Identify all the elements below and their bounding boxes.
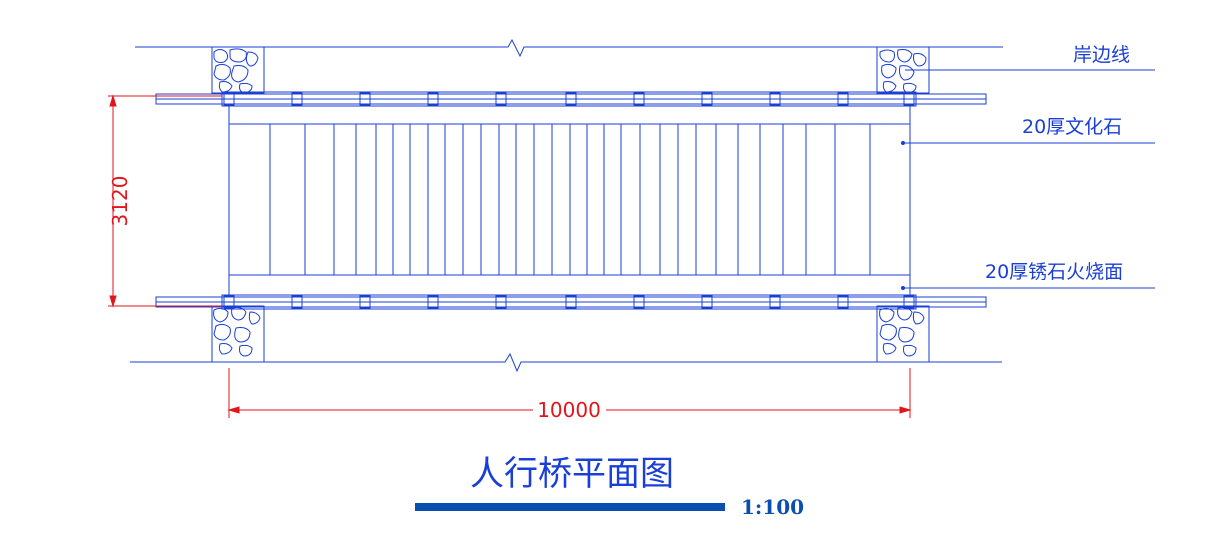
railing-posts-bottom [223, 295, 915, 309]
title-underline-bar [415, 503, 725, 511]
stone-abutment-top-right [876, 46, 930, 94]
dimension-width [108, 94, 222, 308]
leader-deck-stone [901, 141, 1155, 145]
drawing-title: 人行桥平面图 [470, 454, 674, 494]
leader-edge-stone [901, 286, 1155, 290]
dimension-length [227, 368, 912, 418]
label-bank-line: 岸边线 [1073, 44, 1130, 66]
label-deck-stone: 20厚文化石 [1022, 116, 1122, 138]
bridge-deck [228, 105, 911, 296]
deck-planks [269, 124, 871, 275]
railing-bottom [155, 294, 987, 310]
drawing-scale: 1:100 [741, 495, 804, 519]
stone-abutment-bottom-left [211, 305, 265, 363]
dimension-length-value: 10000 [537, 398, 601, 422]
bank-line-bottom [130, 352, 1002, 373]
bank-line-top [135, 38, 1003, 58]
railing-posts-top [223, 92, 915, 106]
stone-abutment-top-left [211, 46, 265, 94]
railing-top [155, 91, 987, 107]
label-edge-stone: 20厚锈石火烧面 [985, 261, 1123, 283]
dimension-width-value: 3120 [108, 176, 132, 227]
stone-abutment-bottom-right [876, 305, 930, 363]
